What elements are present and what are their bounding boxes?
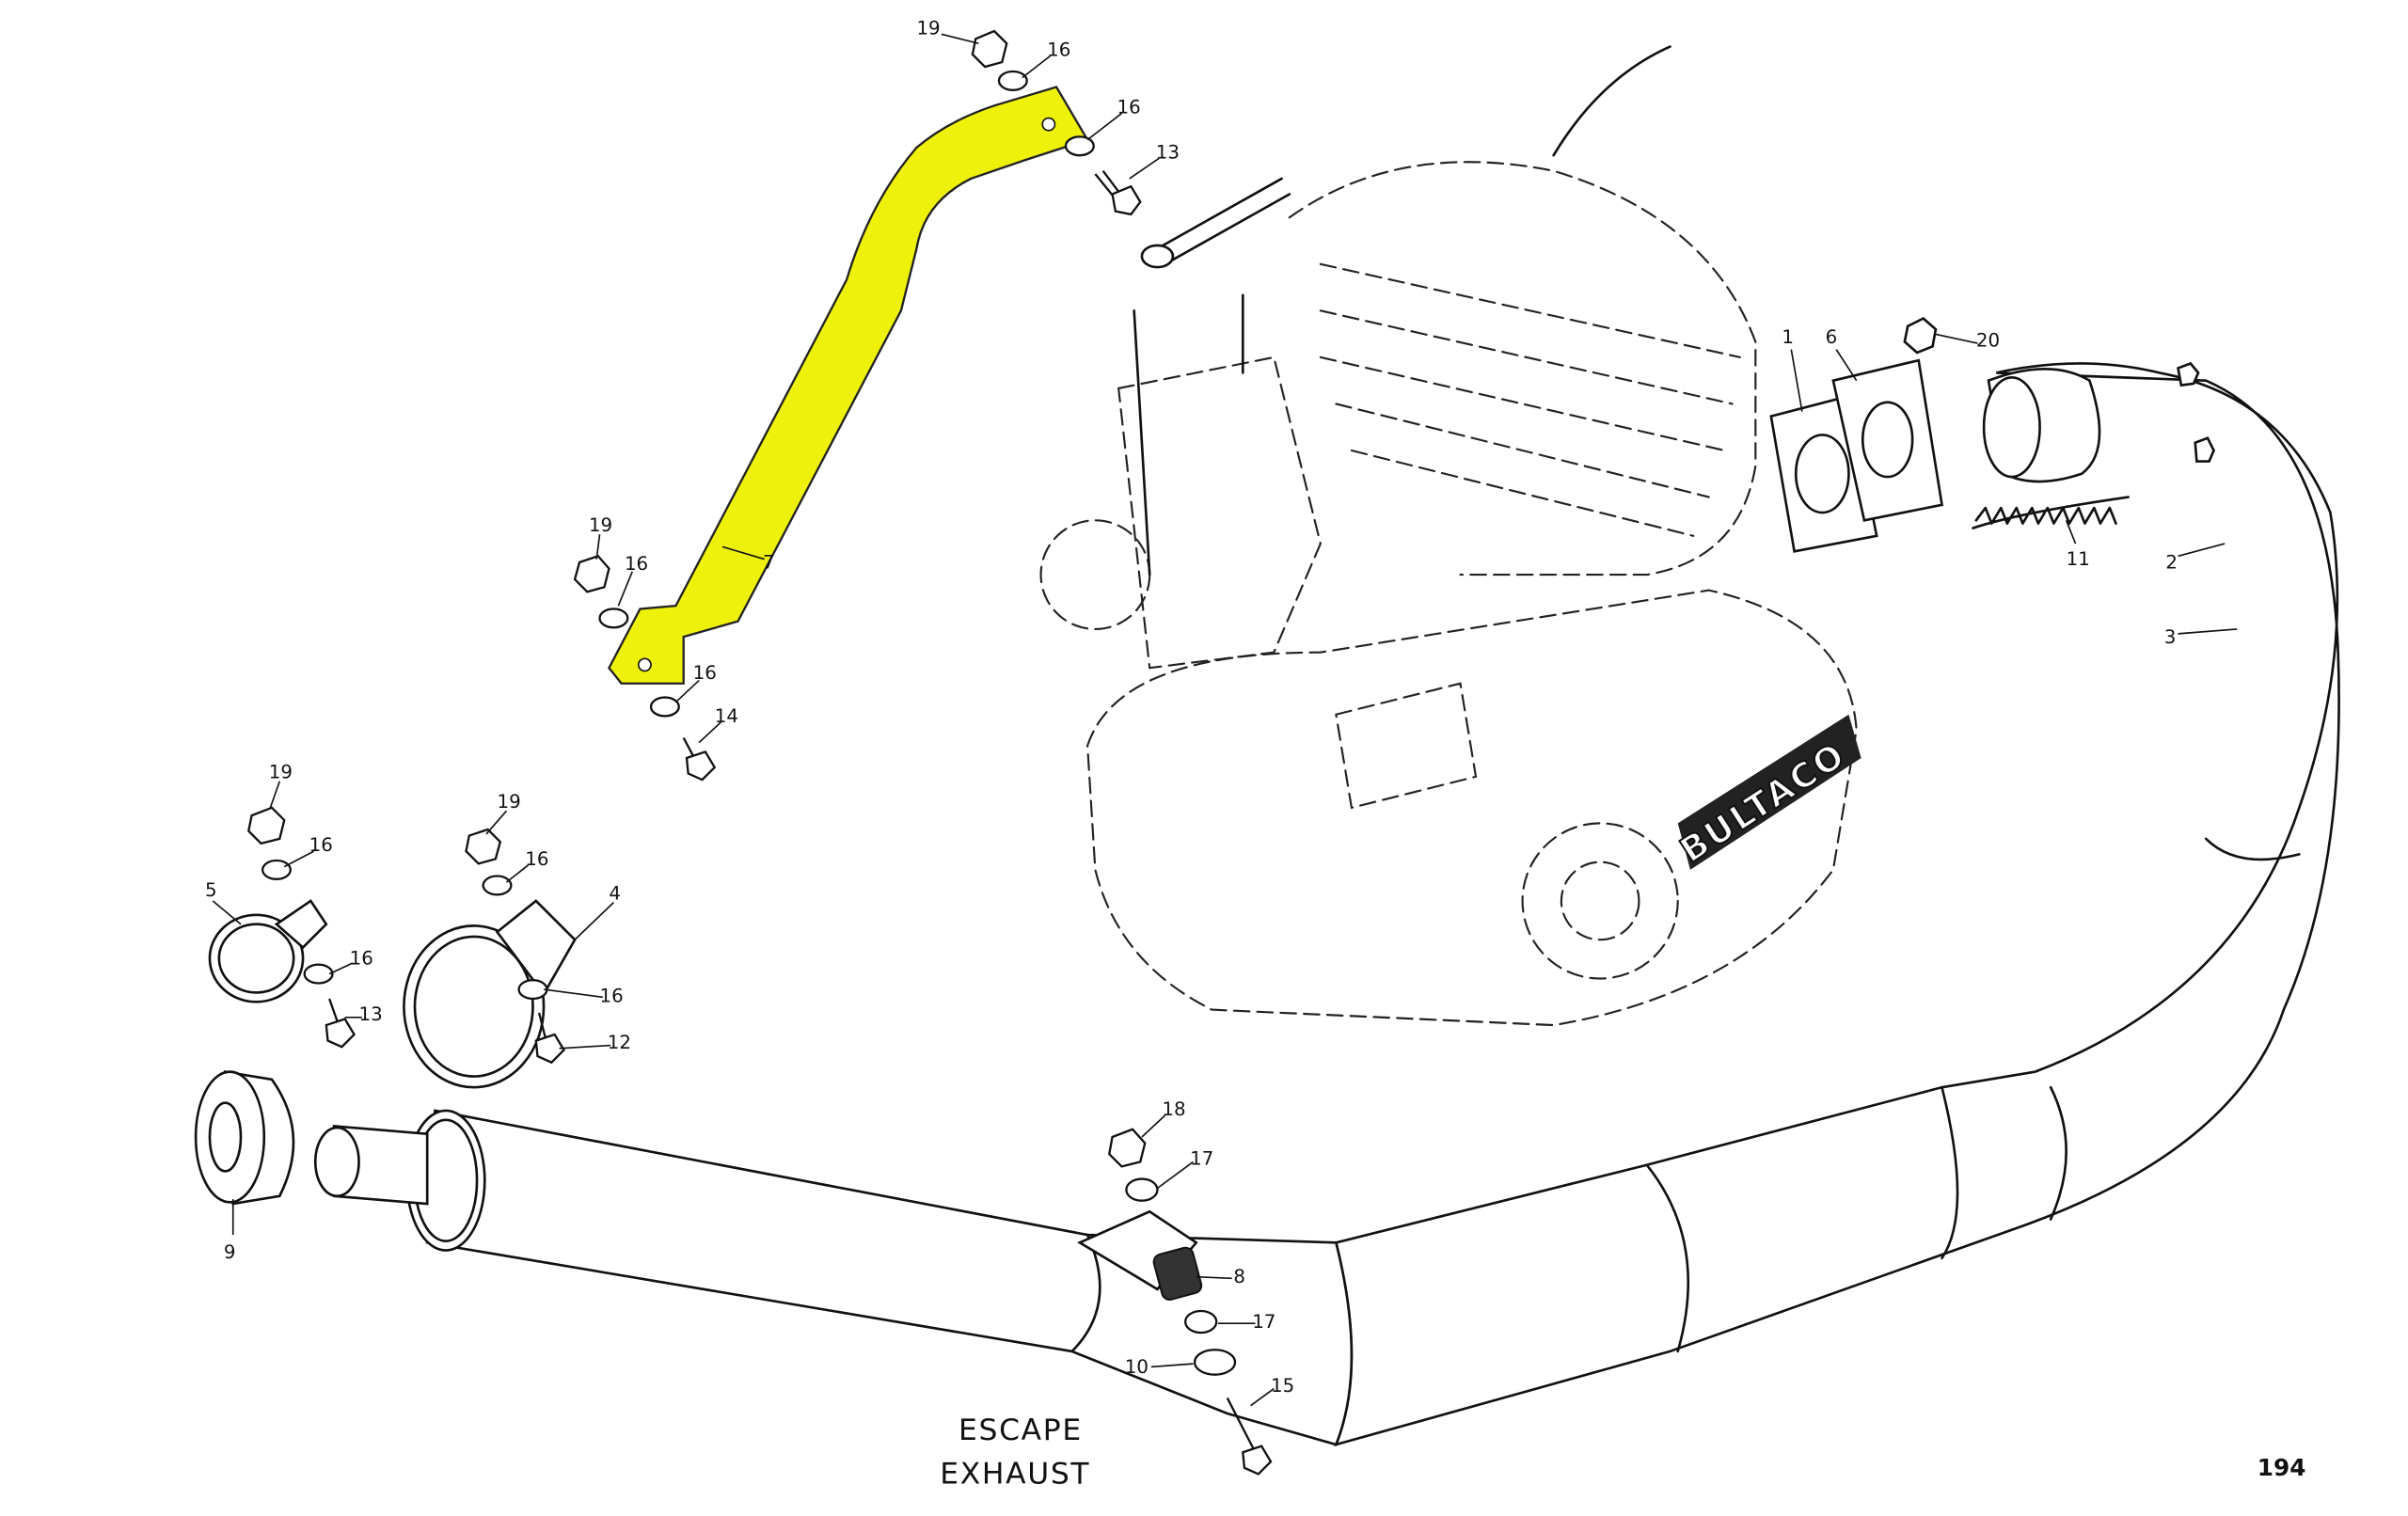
callout-4: 4 [609,882,621,904]
callout-19: 19 [269,761,293,782]
callout-1: 1 [1782,326,1794,348]
callout-10: 10 [1125,1356,1149,1378]
brand-logo: BULTACO [1672,735,1851,871]
title-english: EXHAUST [940,1457,1090,1491]
callout-15: 15 [1271,1375,1294,1397]
callout-19: 19 [916,17,940,39]
callout-16: 16 [625,553,648,575]
callout-7: 7 [763,552,775,574]
callout-16: 16 [1047,39,1070,60]
callout-16: 16 [600,985,624,1006]
callout-17: 17 [1190,1148,1213,1170]
callout-8: 8 [1233,1266,1245,1287]
callout-19: 19 [589,514,612,536]
callout-16: 16 [525,848,548,870]
leader-lines [212,33,2238,1407]
callout-13: 13 [359,1003,383,1025]
callout-11: 11 [2067,548,2090,570]
exhaust-pipe [194,362,2340,1447]
callout-20: 20 [1976,329,2000,351]
callout-14: 14 [715,705,738,727]
callout-9: 9 [224,1241,236,1263]
callout-19: 19 [498,791,521,813]
callout-17: 17 [1252,1311,1275,1333]
callout-16: 16 [350,948,373,970]
callout-12: 12 [608,1032,631,1053]
callout-16: 16 [309,834,333,856]
end-cap-9 [194,1070,295,1206]
callout-16: 16 [693,662,717,684]
callout-3: 3 [2164,626,2177,648]
engine-outline: BULTACO [1039,45,1861,1027]
title-spanish: ESCAPE [958,1413,1083,1447]
callout-18: 18 [1162,1098,1185,1120]
callout-16: 16 [1117,97,1141,118]
page-number: 194 [2258,1454,2306,1481]
exhaust-stay-bracket-7 [608,86,1089,685]
callout-labels: 19 16 16 13 1 6 20 11 2 3 7 19 16 16 14 … [205,17,2178,1397]
bultaco-logo-badge: BULTACO [1671,714,1861,872]
callout-13: 13 [1156,141,1180,163]
callout-2: 2 [2165,552,2178,574]
clamps-and-hardware [208,29,1273,1476]
callout-5: 5 [205,879,217,901]
flange-gaskets [1769,317,2216,553]
callout-6: 6 [1826,326,1838,348]
